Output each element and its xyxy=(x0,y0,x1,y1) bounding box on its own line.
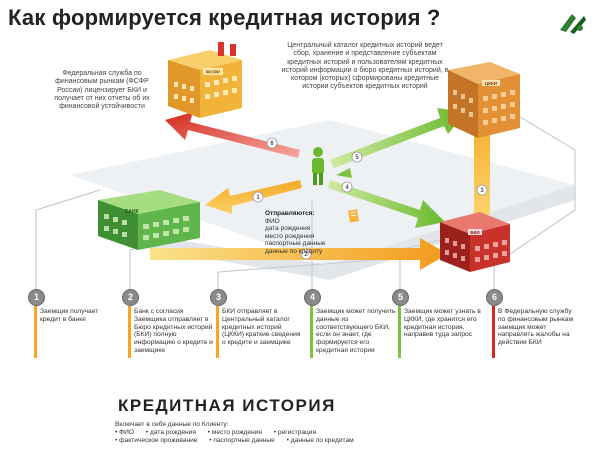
bki-sign: БКИ xyxy=(470,230,479,235)
ckki-description: Центральный каталог кредитных историй ве… xyxy=(281,42,449,91)
badge-6: 6 xyxy=(270,141,274,147)
page-title: Как формируется кредитная история ? xyxy=(8,5,441,30)
credit-history-subtitle: Включает в себя данные по Клиенту: xyxy=(115,421,229,428)
credit-history-row-1: • ФИО • дата рождения • место рождения •… xyxy=(115,429,435,437)
step-bar-red xyxy=(492,306,495,358)
credit-history-details: Включает в себя данные по Клиенту: • ФИО… xyxy=(115,421,435,444)
credit-history-item: • дата рождения xyxy=(145,428,196,436)
badge-4: 4 xyxy=(345,185,349,191)
step-4-text: Заемщик может получить данные из соответ… xyxy=(316,308,396,354)
sent-list-item: ФИО xyxy=(265,217,280,225)
step-bar-green xyxy=(310,306,313,358)
ckki-sign: ЦККИ xyxy=(485,81,497,86)
arrow-3-orange xyxy=(464,100,500,215)
sent-list-heading: Отправляются: xyxy=(265,210,315,217)
step-number: 5 xyxy=(392,289,409,306)
badge-3: 3 xyxy=(480,188,484,194)
credit-history-item: • регистрация xyxy=(273,428,317,436)
sent-data-list: Отправляются: ФИО дата рождения место ро… xyxy=(265,210,355,256)
fsfr-sign: ФСФР xyxy=(206,70,220,75)
fsfr-description: Федеральная служба по финансовым рынкам … xyxy=(54,70,150,111)
bank-sign: БАНК xyxy=(125,209,140,215)
step-number: 4 xyxy=(304,289,321,306)
credit-history-item: • фактическое проживание xyxy=(115,436,198,444)
logo-icon xyxy=(560,14,586,34)
credit-history-item: • место рождения xyxy=(207,428,262,436)
step-bar-orange xyxy=(216,306,219,358)
arrow-5-green xyxy=(330,108,466,168)
building-bki: БКИ xyxy=(440,212,510,272)
credit-history-item: • паспортные данные xyxy=(209,436,275,444)
step-number: 3 xyxy=(210,289,227,306)
step-1-text: Заемщик получает кредит в банке xyxy=(40,308,99,323)
step-number: 2 xyxy=(122,289,139,306)
arrow-4-green xyxy=(328,180,445,228)
document-icon xyxy=(348,209,359,223)
building-bank: БАНК xyxy=(98,190,200,250)
arrow-6-red xyxy=(165,112,300,158)
borrower-person-icon xyxy=(312,147,324,185)
badge-1: 1 xyxy=(256,195,260,201)
credit-history-row-2: • фактическое проживание • паспортные да… xyxy=(115,437,435,445)
credit-history-item: • ФИО xyxy=(115,428,135,436)
credit-history-title: КРЕДИТНАЯ ИСТОРИЯ xyxy=(118,396,336,415)
building-fsfr: ФСФР xyxy=(168,42,242,118)
building-ckki: ЦККИ xyxy=(448,62,520,138)
sent-list-item: место рождения xyxy=(265,232,315,240)
step-5-text: Заемщик может узнать в ЦККИ, где хранитс… xyxy=(404,308,481,339)
credit-history-item: • данные по кредитам xyxy=(286,436,354,444)
step-number: 1 xyxy=(28,289,45,306)
step-number: 6 xyxy=(486,289,503,306)
badge-2: 2 xyxy=(304,252,308,258)
sent-list-item: дата рождения xyxy=(265,225,311,233)
sent-list-item: данные по кредиту xyxy=(265,247,323,255)
step-bar-orange xyxy=(128,306,131,358)
arrow-2-orange xyxy=(150,238,448,270)
step-2-text: Банк с согласия Заемщика отправляет в Бю… xyxy=(134,308,213,354)
arrow-4-green-back xyxy=(336,168,352,178)
sent-list-item: паспортные данные xyxy=(265,240,326,248)
arrow-number-badges: 6 1 2 3 4 5 xyxy=(252,137,488,260)
step-6-text: В Федеральную службу по финансовым рынка… xyxy=(498,308,574,347)
step-3-text: БКИ отправляет в Центральный каталог кре… xyxy=(222,308,301,347)
step-bar-green xyxy=(398,306,401,358)
step-bar-orange xyxy=(34,306,37,358)
badge-5: 5 xyxy=(355,155,359,161)
